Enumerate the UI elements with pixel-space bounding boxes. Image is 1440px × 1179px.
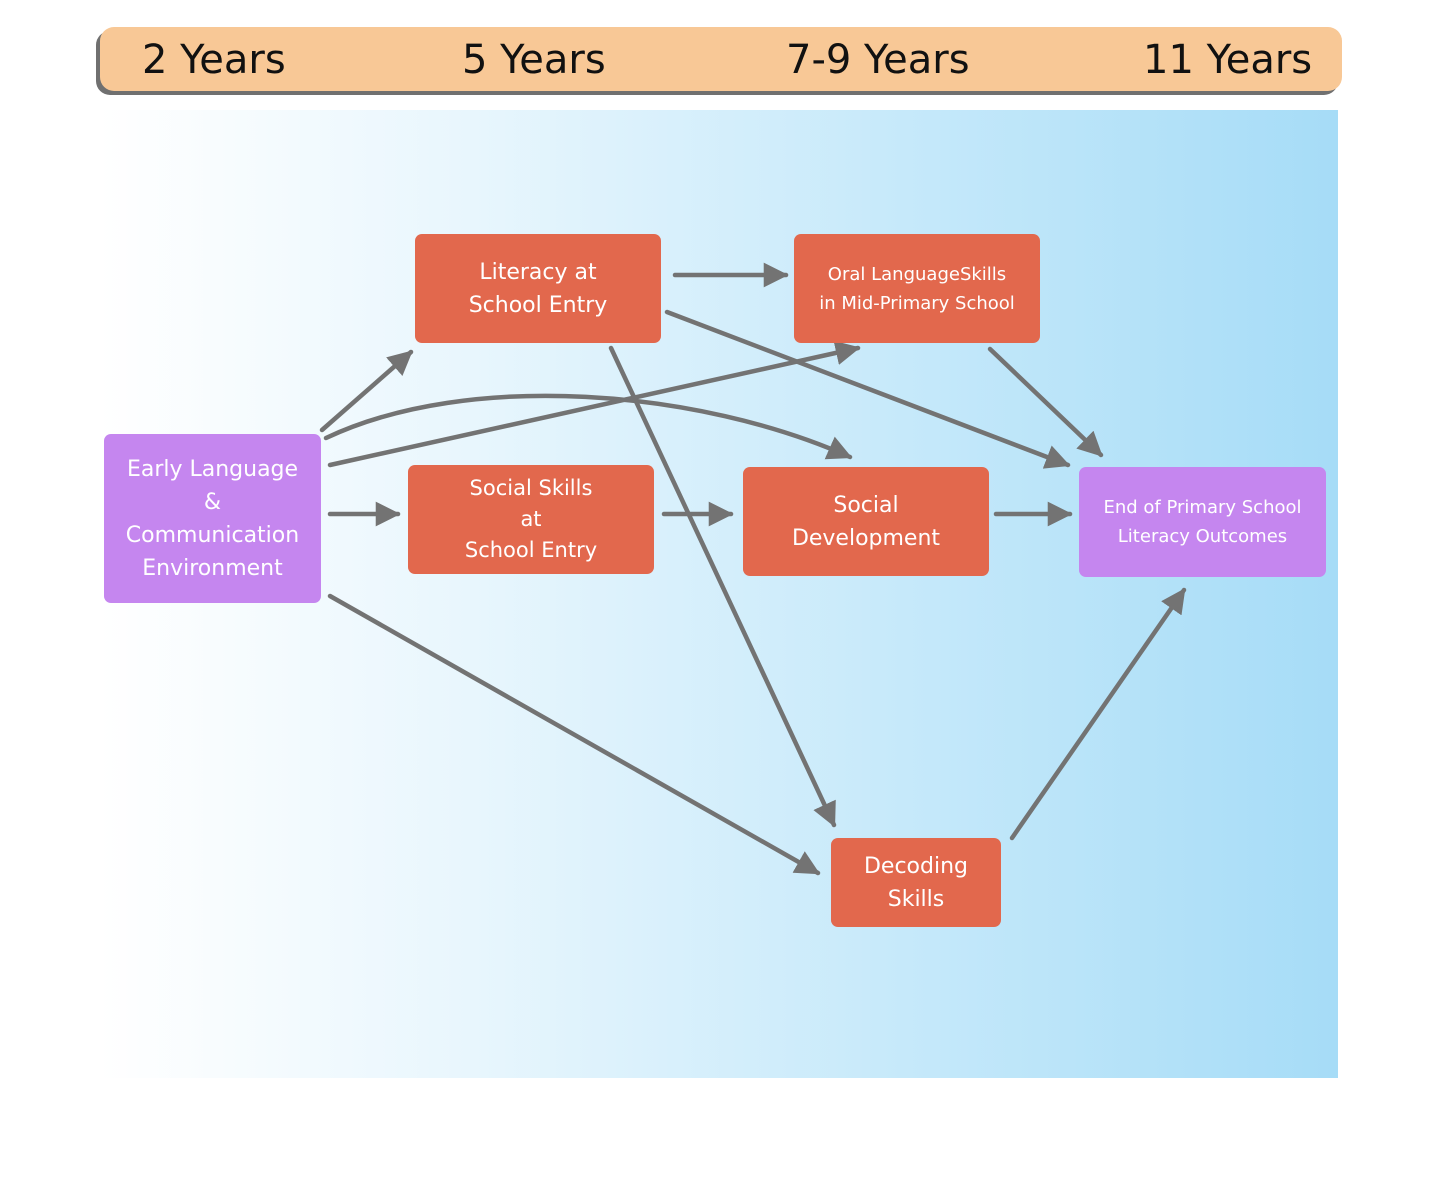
arrow-early-to-oral bbox=[327, 340, 861, 468]
timeline-bar: 2 Years 5 Years 7-9 Years 11 Years bbox=[100, 27, 1342, 91]
timeline-label-11-years: 11 Years bbox=[1143, 37, 1313, 83]
arrow-literacy-to-decoding bbox=[608, 345, 837, 828]
arrow-early-to-literacy bbox=[319, 349, 414, 433]
timeline-label-2-years: 2 Years bbox=[142, 37, 286, 83]
arrow-early-to-decoding bbox=[327, 593, 821, 876]
arrow-literacy-to-outcomes bbox=[664, 309, 1071, 469]
timeline-label-7-9-years: 7-9 Years bbox=[786, 37, 970, 83]
node-literacy-label: Literacy at School Entry bbox=[468, 259, 608, 318]
arrow-decoding-to-outcomes bbox=[1009, 587, 1187, 841]
timeline-label-5-years: 5 Years bbox=[462, 37, 606, 83]
node-social-dev-label: Social Development bbox=[791, 492, 941, 551]
node-decoding-skills: Decoding Skills bbox=[831, 838, 1001, 927]
node-decoding-label: Decoding Skills bbox=[863, 853, 969, 912]
node-social-skills-label: Social Skills at School Entry bbox=[464, 476, 598, 562]
node-literacy-outcomes: End of Primary School Literacy Outcomes bbox=[1079, 467, 1326, 577]
node-outcomes-label: End of Primary School Literacy Outcomes bbox=[1103, 497, 1302, 547]
node-social-development: Social Development bbox=[743, 467, 989, 576]
node-literacy-at-school-entry: Literacy at School Entry bbox=[415, 234, 661, 343]
node-early-language-environment: Early Language & Communication Environme… bbox=[104, 434, 321, 603]
arrow-oral-to-outcomes bbox=[987, 346, 1104, 458]
node-oral-label: Oral LanguageSkills in Mid-Primary Schoo… bbox=[819, 263, 1015, 314]
node-oral-language-skills: Oral LanguageSkills in Mid-Primary Schoo… bbox=[794, 234, 1040, 343]
arrow-early-to-social-dev bbox=[323, 393, 853, 460]
node-social-skills-at-school-entry: Social Skills at School Entry bbox=[408, 465, 654, 574]
node-early-label: Early Language & Communication Environme… bbox=[125, 456, 300, 581]
